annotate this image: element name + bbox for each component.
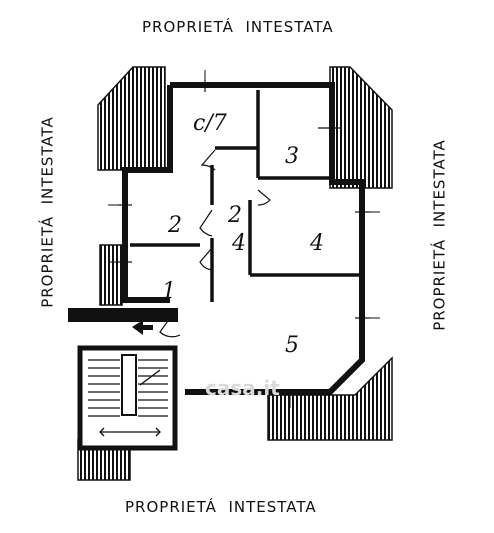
balcony-left bbox=[99, 244, 123, 306]
room-label-landing: 4 bbox=[231, 231, 246, 256]
label-top: PROPRIETÁ INTESTATA bbox=[142, 18, 334, 36]
room-label-3: 3 bbox=[285, 144, 299, 169]
room-label-1: 1 bbox=[162, 279, 176, 304]
door-swings bbox=[159, 149, 356, 393]
entrance-wall bbox=[68, 308, 178, 335]
balcony-bottom-right bbox=[267, 356, 393, 441]
room-label-2: 2 bbox=[167, 213, 182, 238]
grid-ticks bbox=[108, 70, 380, 408]
room-label-wc: c/7 bbox=[193, 111, 227, 136]
label-bottom: PROPRIETÁ INTESTATA bbox=[125, 498, 317, 516]
watermark: casa.it bbox=[205, 376, 280, 400]
room-label-4: 4 bbox=[309, 231, 324, 256]
label-right: PROPRIETÁ INTESTATA bbox=[430, 139, 449, 331]
staircase bbox=[77, 345, 178, 451]
room-label-5: 5 bbox=[285, 333, 299, 358]
label-left: PROPRIETÁ INTESTATA bbox=[38, 116, 57, 308]
balcony-top-left bbox=[97, 66, 166, 171]
interior-walls bbox=[130, 90, 360, 302]
room-label-hall: 2 bbox=[227, 203, 242, 228]
